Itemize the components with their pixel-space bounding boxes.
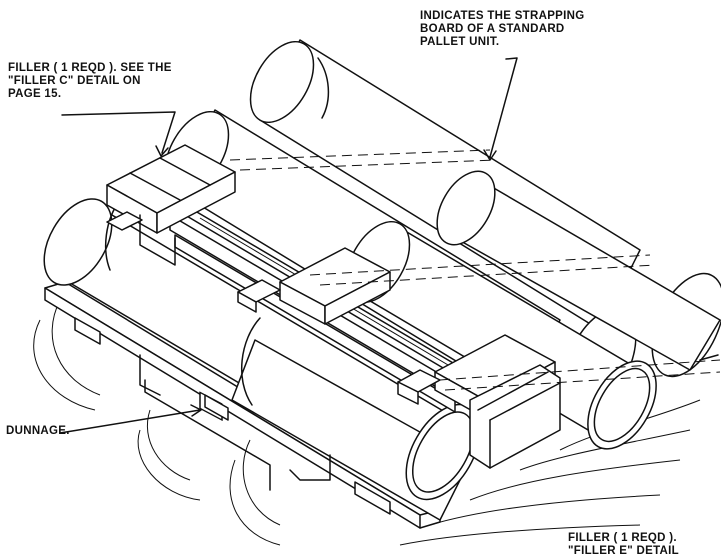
leader-dunnage [59, 409, 201, 434]
filler-e-label-line-2: "FILLER E" DETAIL [568, 545, 679, 557]
filler-c-label-line-2: "FILLER C" DETAIL ON [8, 75, 141, 87]
leader-lines [59, 57, 518, 434]
strapping-board-label: INDICATES THE STRAPPING BOARD OF A STAND… [420, 10, 585, 49]
filler-c-block [106, 144, 236, 266]
dunnage-label-text: DUNNAGE. [6, 425, 70, 437]
strapping-label-line-1: INDICATES THE STRAPPING [420, 10, 585, 22]
filler-c-label-line-3: PAGE 15. [8, 88, 62, 100]
strapping-boards-dashed [229, 149, 721, 391]
section-break-lines [139, 354, 719, 481]
filler-e-label-line-1: FILLER ( 1 REQD ). [568, 532, 677, 544]
leader-strapping-arrow [483, 149, 497, 161]
center-strapping-block [237, 247, 391, 325]
middle-cylinders [345, 170, 721, 450]
filler-e-label: FILLER ( 1 REQD ). "FILLER E" DETAIL [568, 532, 679, 558]
front-row-cylinders [43, 198, 481, 521]
strapping-label-line-3: PALLET UNIT. [420, 36, 500, 48]
leader-dunnage-arrow [190, 404, 202, 417]
strapping-label-line-2: BOARD OF A STANDARD [420, 23, 565, 35]
dunnage-label: DUNNAGE. [6, 425, 70, 438]
leader-filler-c-arrow [155, 145, 169, 157]
filler-e-block [397, 334, 561, 469]
filler-c-label-line-1: FILLER ( 1 REQD ). SEE THE [8, 62, 172, 74]
leader-filler-c [61, 111, 176, 154]
filler-c-label: FILLER ( 1 REQD ). SEE THE "FILLER C" DE… [8, 62, 172, 101]
leader-strapping [489, 57, 518, 158]
